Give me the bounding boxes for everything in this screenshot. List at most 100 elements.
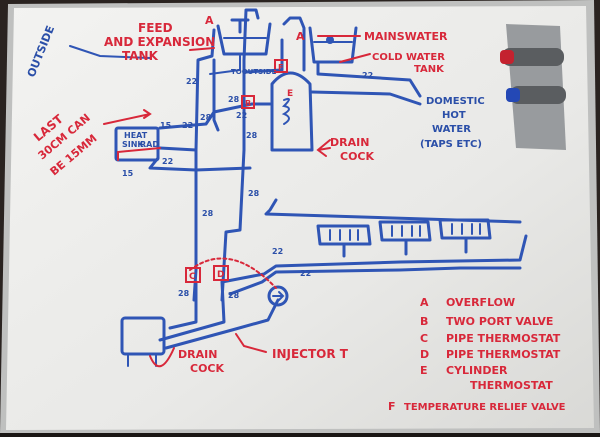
label-cock: COCK [340,150,374,163]
legend-key-b: B [420,315,428,328]
label-cock-2: COCK [190,362,224,375]
size-22-f: 22 [272,247,283,256]
heat-sink-arrow [117,147,161,161]
radiator-3-icon [438,218,492,240]
lower-return-pipe [148,156,252,172]
label-mains-water: MAINSWATER [364,30,448,43]
ball-valve-icon [326,36,334,44]
marker-b: B [245,99,251,108]
cold-feed-pipe [316,60,422,98]
thermostat-link-dashed [189,257,277,289]
radiator-return-pipe [228,266,522,296]
drain-cock-2-arrow [149,347,175,368]
size-22-a: 22 [186,77,197,86]
label-injector: INJECTOR T [272,347,349,361]
legend-text-c: PIPE THERMOSTAT [446,332,561,345]
marker-f: F [278,63,283,72]
marker-d: D [217,270,224,280]
pump-return-pipe [164,298,280,350]
radiator-2-icon [378,220,432,242]
heat-sink-flow-pipe [158,102,254,130]
legend-text-e: CYLINDER [446,364,508,377]
marker-cap-blue-icon [506,88,520,102]
outside-pipe [69,45,151,59]
legend-text-b: TWO PORT VALVE [446,315,553,328]
feed-pipe-left [192,28,216,302]
domestic-hot-water-pipe [310,90,422,106]
legend-text-d: PIPE THERMOSTAT [446,348,561,361]
outside-link [209,55,241,75]
size-28-f: 28 [178,289,190,298]
radiator-1-icon [316,224,372,246]
size-22-c: 22 [182,121,193,130]
legend: A OVERFLOW B TWO PORT VALVE C PIPE THERM… [388,296,566,413]
cylinder-coil-icon [281,97,290,125]
size-28-c: 28 [246,131,258,140]
label-drain-2: DRAIN [178,348,217,361]
injector-arrow [235,333,267,353]
size-22-b: 22 [362,71,373,80]
label-domestic: DOMESTIC [426,96,485,107]
thermostat-d-icon [213,265,229,281]
primary-pipe [212,58,220,132]
valve-f-icon [274,59,288,73]
label-cold-water: COLD WATER [372,52,445,63]
marker-a-feed: A [205,14,214,27]
marker-e: E [287,89,293,99]
valve-b-icon [241,95,255,109]
vent-pipe [282,16,306,72]
marker-c: C [189,272,196,282]
size-28-b: 28 [228,95,240,104]
marker-pen-blue[interactable] [510,86,566,104]
last-section-arrow [103,109,152,125]
legend-key-f: F [388,400,396,413]
label-cold-tank: TANK [414,64,445,75]
size-22-g: 22 [300,269,311,278]
legend-key-c: C [420,332,428,345]
size-15-b: 15 [122,169,134,178]
label-sink: SINK [122,140,144,149]
legend-key-e: E [420,364,428,377]
legend-key-a: A [420,296,429,309]
legend-key-d: D [420,348,429,361]
size-22-e: 22 [236,111,247,120]
boiler-flow-pipe [168,280,198,330]
size-28-d: 28 [248,189,260,198]
legend-text-a: OVERFLOW [446,296,515,309]
label-and-expansion: AND EXPANSION [104,35,215,49]
size-22-d: 22 [162,157,173,166]
radiator-1-fins [329,229,359,241]
boiler-icon [120,316,166,356]
cold-water-tank-icon [308,26,358,64]
marker-a-cold: A [296,30,305,43]
label-heat: HEAT [124,131,148,140]
radiator-flow-pipe [220,234,528,284]
label-drain: DRAIN [330,136,369,149]
label-taps: (TAPS ETC) [420,139,482,150]
drain-cock-arrow [316,139,331,157]
size-28-a: 28 [200,113,212,122]
heat-sink-radiator-icon [114,126,160,162]
cold-tank-arrow [339,53,371,63]
legend-text-e-cont: THERMOSTAT [470,379,553,392]
label-to-outside: TOOUTSIDE [231,68,277,76]
radiator-3-fins [451,223,481,235]
hot-water-cylinder-icon [270,71,314,152]
label-hot: HOT [442,110,466,121]
pump-icon [267,285,289,307]
vent-crossover [244,38,284,74]
boiler-return-pipe [158,280,226,342]
label-tank: TANK [122,49,159,63]
marker-cap-red-icon [500,50,514,64]
radiator-drops [342,236,468,258]
size-28-g: 28 [228,291,240,300]
radiator-header-pipe [264,198,522,224]
board-surface [6,6,594,430]
label-feed: FEED [138,21,173,35]
pump-arrow-icon [272,291,285,301]
size-15-a: 15 [160,121,172,130]
marker-pen-red[interactable] [502,48,564,66]
feed-tank-arrow [189,47,215,51]
